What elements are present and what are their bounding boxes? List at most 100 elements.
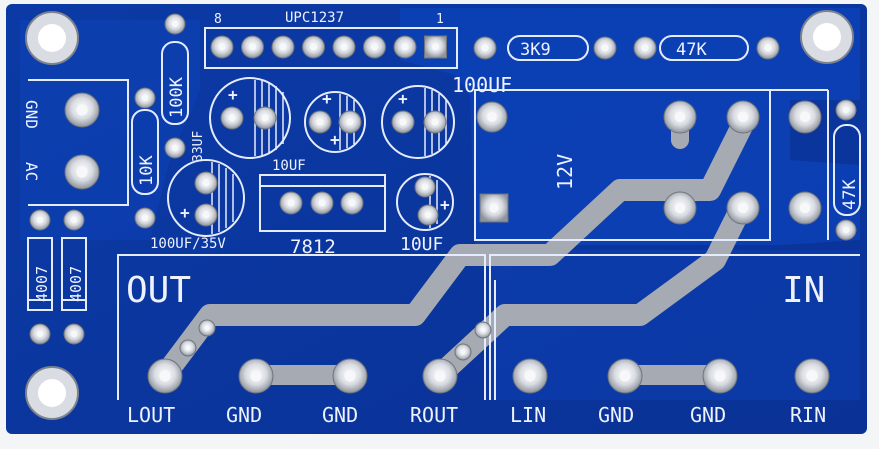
svg-text:+: + bbox=[330, 130, 340, 149]
ic-pin-pad-hole bbox=[279, 43, 287, 51]
svg-text:+: + bbox=[440, 195, 450, 214]
cap-33uf-outline bbox=[209, 77, 291, 159]
cap-top-right-outline bbox=[381, 85, 455, 159]
terminal-label-gnd: GND bbox=[598, 403, 634, 427]
relay-pad-hole bbox=[674, 111, 686, 123]
svg-text:+: + bbox=[180, 203, 190, 222]
r-10k-outline bbox=[131, 109, 159, 195]
terminal-pad-hole bbox=[714, 370, 726, 382]
cap-10uf-right-outline bbox=[396, 173, 454, 231]
resistor-pad-hole bbox=[641, 44, 649, 52]
via-pad-hole bbox=[480, 327, 486, 333]
out-label: OUT bbox=[126, 270, 191, 311]
cap-pad-hole bbox=[316, 118, 324, 126]
relay-pad-hole bbox=[737, 202, 749, 214]
r-3k9-outline bbox=[507, 35, 589, 61]
terminal-label-lin: LIN bbox=[510, 403, 546, 427]
r-100k-outline bbox=[161, 41, 189, 125]
ic-pin-pad-hole bbox=[431, 43, 440, 51]
relay-pad-hole bbox=[737, 111, 749, 123]
resistor-pad-hole bbox=[141, 214, 149, 222]
cap-33uf-label: 33UF bbox=[191, 131, 206, 162]
resistor-pad-hole bbox=[171, 20, 179, 28]
gnd-label: GND bbox=[22, 100, 41, 129]
r-47k-right-label: 47K bbox=[840, 179, 860, 210]
cap-pad-hole bbox=[261, 114, 269, 122]
svg-text:+: + bbox=[322, 89, 332, 108]
terminal-pad-hole bbox=[619, 370, 631, 382]
terminal-label-gnd: GND bbox=[322, 403, 358, 427]
chip-label: UPC1237 bbox=[285, 10, 344, 26]
copper-pour bbox=[490, 250, 860, 400]
resistor-pad-hole bbox=[481, 44, 489, 52]
reg-7812-outline bbox=[259, 174, 386, 232]
copper-pour bbox=[400, 8, 860, 245]
cap-pad-hole bbox=[424, 211, 432, 219]
via-pad-hole bbox=[204, 325, 210, 331]
relay-pad-hole bbox=[487, 112, 497, 122]
diode-a-label: 4007 bbox=[33, 266, 51, 302]
ic-pin-pad-hole bbox=[218, 43, 226, 51]
relay-pad-hole bbox=[799, 111, 811, 123]
resistor-pad-hole bbox=[601, 44, 609, 52]
in-label: IN bbox=[782, 270, 825, 311]
copper-pour bbox=[20, 20, 200, 240]
relay-pad-hole bbox=[489, 203, 499, 213]
ic-pin-pad-hole bbox=[340, 43, 348, 51]
cap-pad-hole bbox=[228, 114, 236, 122]
terminal-pad-hole bbox=[159, 370, 171, 382]
ac-connector-pad-hole bbox=[76, 166, 88, 178]
svg-text:+: + bbox=[228, 85, 238, 104]
resistor-pad-hole bbox=[842, 226, 850, 234]
chip-outline bbox=[204, 27, 458, 69]
ac-connector-pad-hole bbox=[76, 104, 88, 116]
pads bbox=[29, 13, 857, 394]
ic-pin-pad-hole bbox=[401, 43, 409, 51]
cap-pad-hole bbox=[421, 183, 429, 191]
cap-pad-hole bbox=[431, 118, 439, 126]
r-47k-top-outline bbox=[659, 35, 749, 61]
ic-pin-pad-hole bbox=[370, 43, 379, 51]
cap-100uf-35v-label: 100UF/35V bbox=[150, 236, 226, 252]
diode-pad-hole bbox=[36, 216, 44, 224]
input-terminal-outline bbox=[489, 254, 860, 400]
mounting-holes bbox=[25, 10, 854, 420]
terminal-label-gnd: GND bbox=[690, 403, 726, 427]
cap-pad-hole bbox=[399, 118, 407, 126]
silkscreen-labels: 8 UPC1237 1 3K9 47K 100UF 100K 10K 33UF … bbox=[22, 10, 860, 427]
relay-pad-hole bbox=[674, 202, 686, 214]
terminal-pad-hole bbox=[250, 370, 262, 382]
svg-text:+: + bbox=[398, 89, 408, 108]
diode-b-outline bbox=[61, 237, 87, 311]
relay-12v-label: 12V bbox=[553, 154, 577, 190]
r-10k-label: 10K bbox=[137, 155, 157, 186]
resistor-pad-hole bbox=[141, 94, 149, 102]
via-pad-hole bbox=[460, 349, 466, 355]
terminal-pad-hole bbox=[524, 370, 536, 382]
r-100k-label: 100K bbox=[167, 76, 187, 118]
regulator-pad-hole bbox=[318, 199, 326, 207]
diode-b-label: 4007 bbox=[67, 266, 85, 302]
terminal-label-rin: RIN bbox=[790, 403, 826, 427]
relay-pad-hole bbox=[799, 202, 811, 214]
diode-pad-hole bbox=[70, 330, 78, 338]
diode-pad-hole bbox=[36, 330, 44, 338]
r-47k-right-outline bbox=[833, 124, 861, 216]
mounting-hole-bottom-left bbox=[38, 379, 66, 407]
resistor-pad-hole bbox=[171, 144, 179, 152]
cap-10uf-left-label: 10UF bbox=[272, 158, 306, 174]
cap-pad-hole bbox=[346, 118, 354, 126]
terminal-label-gnd: GND bbox=[226, 403, 262, 427]
cap-100uf-35v-outline bbox=[167, 159, 245, 237]
resistor-pad-hole bbox=[842, 106, 850, 114]
cap-100uf-label: 100UF bbox=[452, 73, 512, 97]
pin-label-1: 1 bbox=[436, 12, 444, 27]
mounting-hole-top-right bbox=[813, 23, 841, 51]
diode-a-outline bbox=[27, 237, 53, 311]
diode-pad-hole bbox=[70, 216, 78, 224]
cap-center-outline bbox=[304, 91, 366, 153]
regulator-pad-hole bbox=[348, 199, 356, 207]
ac-label: AC bbox=[22, 162, 41, 181]
r-47k-top-label: 47K bbox=[676, 40, 707, 60]
